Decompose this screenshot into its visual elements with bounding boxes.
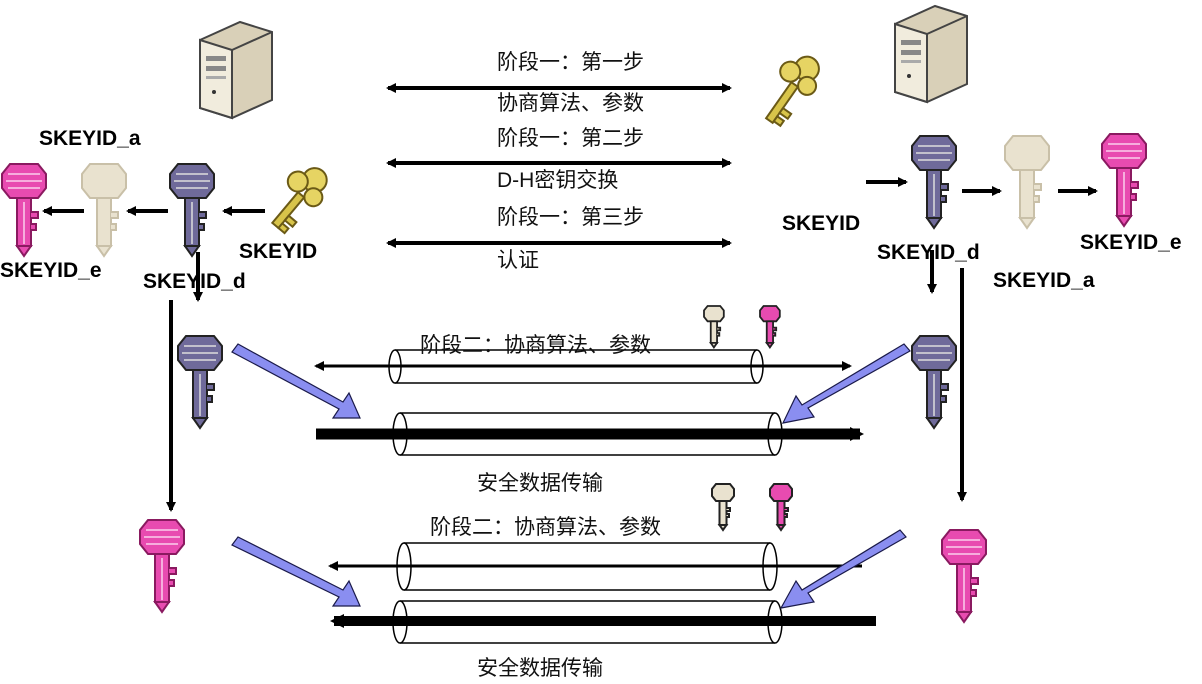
flow-arrow-lower-right [779, 529, 907, 609]
right-skeyid-d-key-icon [911, 135, 957, 229]
small-pink-key-upper-icon [759, 305, 781, 349]
right-derivation-arrows [866, 177, 1098, 502]
phase1-step1-desc: 协商算法、参数 [497, 91, 644, 115]
left-phase2-pink-key-icon [139, 519, 185, 613]
left-skeyid-a-key-icon [81, 163, 127, 257]
left-skeyid-a-label: SKEYID_a [39, 127, 141, 150]
right-skeyid-label: SKEYID [782, 212, 860, 235]
right-skeyid-d-label: SKEYID_d [877, 241, 980, 264]
right-skeyid-a-key-icon [1004, 135, 1050, 229]
skeyid-gold-key-left-icon [270, 167, 328, 235]
left-skeyid-label: SKEYID [239, 240, 317, 263]
left-derivation-arrows [42, 206, 265, 512]
right-skeyid-e-label: SKEYID_e [1080, 231, 1182, 254]
phase2-upper-negotiate-label: 阶段二：协商算法、参数 [420, 333, 651, 357]
left-skeyid-d-label: SKEYID_d [143, 270, 246, 293]
left-skeyid-e-key-icon [1, 163, 47, 257]
phase2-lower-transfer-label: 安全数据传输 [477, 656, 603, 680]
phase2-upper-transfer-label: 安全数据传输 [477, 471, 603, 495]
small-beige-key-upper-icon [703, 305, 725, 349]
right-skeyid-a-label: SKEYID_a [993, 269, 1095, 292]
flow-arrow-lower-left [231, 536, 361, 607]
phase1-step3-desc: 认证 [497, 248, 539, 272]
right-phase2-purple-key-icon [911, 335, 957, 429]
small-pink-key-lower-icon [769, 483, 793, 531]
phase2-upper-negotiation-tunnel [388, 349, 764, 384]
phase1-step2-label: 阶段一：第二步 [497, 126, 644, 150]
phase1-step3-label: 阶段一：第三步 [497, 205, 644, 229]
phase2-lower-negotiate-label: 阶段二：协商算法、参数 [430, 515, 661, 539]
server-right-icon [894, 4, 968, 104]
small-beige-key-lower-icon [711, 483, 735, 531]
left-phase2-purple-key-icon [177, 335, 223, 429]
server-left-icon [199, 20, 273, 120]
phase1-step1-label: 阶段一：第一步 [497, 50, 644, 74]
phase1-step2-desc: D-H密钥交换 [497, 169, 618, 192]
flow-arrow-upper-right [781, 343, 911, 424]
left-skeyid-e-label: SKEYID_e [0, 259, 102, 282]
skeyid-gold-key-top-icon [764, 55, 820, 128]
right-phase2-pink-key-icon [941, 529, 987, 623]
left-skeyid-d-key-icon [169, 163, 215, 257]
flow-arrow-upper-left [231, 343, 361, 419]
right-skeyid-e-key-icon [1101, 133, 1147, 227]
